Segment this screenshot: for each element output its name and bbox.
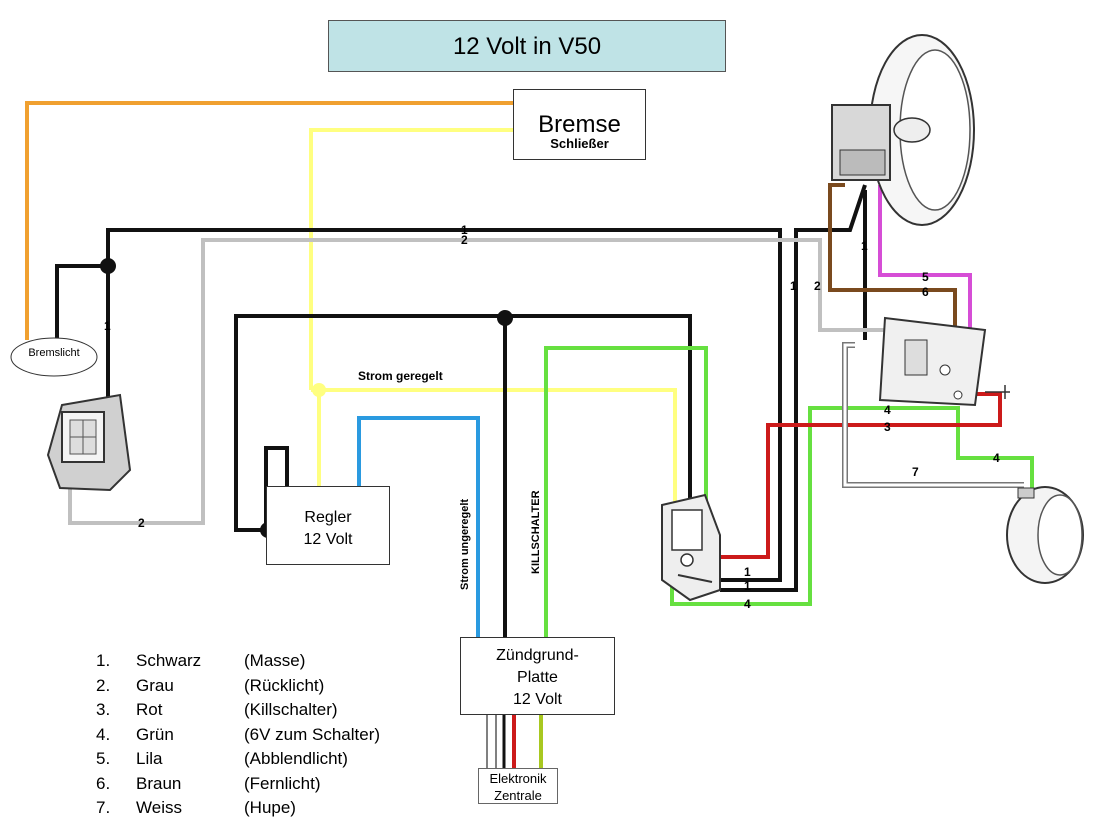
legend-num: 5. — [96, 749, 111, 768]
wire-label-5: 5 — [922, 270, 929, 284]
legend-color: Grau — [136, 675, 174, 695]
wire-label-2-right: 2 — [814, 279, 821, 293]
legend-num: 4. — [96, 724, 111, 744]
switch-module-icon — [661, 493, 721, 602]
wire-label-3: 3 — [884, 420, 891, 434]
legend-color: Rot — [136, 700, 163, 719]
bremslicht-label: Bremslicht — [28, 347, 80, 359]
yellow-junction — [312, 383, 326, 397]
horn-icon — [1006, 486, 1084, 584]
wire-label-4-upper: 4 — [884, 403, 891, 417]
elek-line1: Elektronik — [489, 771, 547, 786]
legend-row: 7. Weiss (Hupe) — [96, 796, 380, 821]
zund-line2: Platte — [517, 669, 558, 686]
terminal-block-icon — [878, 316, 1010, 407]
green-wire-4 — [670, 406, 1034, 606]
grey-wire-2 — [68, 238, 890, 525]
wire-label-1-left: 1 — [104, 319, 111, 333]
strom-ungeregelt-label: Strom ungeregelt — [459, 498, 471, 590]
legend-color: Schwarz — [136, 651, 202, 670]
legend-num: 1. — [96, 651, 111, 670]
legend-color: Lila — [136, 749, 163, 768]
black-wire-middle — [234, 314, 692, 532]
black-wire-taillight — [55, 264, 110, 400]
legend-row: 3. Rot (Killschalter) — [96, 698, 380, 723]
zund-line1: Zündgrund- — [496, 647, 579, 664]
bremslicht-bubble — [10, 337, 98, 377]
taillight-icon — [46, 393, 132, 492]
yellow-wire-regler — [311, 388, 321, 486]
zund-line3: 12 Volt — [513, 691, 562, 708]
regler-line1: Regler — [304, 509, 352, 526]
wire-label-1-right: 1 — [790, 279, 797, 293]
wire-label-4-horn: 4 — [993, 451, 1000, 465]
black-wire-right — [720, 184, 867, 592]
legend-num: 3. — [96, 700, 111, 719]
legend-meaning: (6V zum Schalter) — [244, 724, 381, 744]
legend-row: 5. Lila (Abblendlicht) — [96, 747, 380, 772]
wire-label-1-headlight: 1 — [861, 239, 868, 253]
wire-label-1-top: 1 — [461, 223, 468, 237]
black-wire-1-top — [106, 228, 782, 582]
wire-label-6: 6 — [922, 285, 929, 299]
white-wire-7-inner — [843, 343, 1024, 487]
killschalter-label: KILLSCHALTER — [530, 490, 542, 574]
title-box: 12 Volt in V50 — [328, 20, 726, 72]
purple-wire-5 — [878, 185, 972, 360]
yellow-wire-bremse — [309, 128, 513, 390]
zuendgrundplatte-box: Zündgrund- Platte 12 Volt — [460, 637, 615, 715]
legend-row: 2. Grau (Rücklicht) — [96, 674, 380, 699]
wire-label-1-switch-a: 1 — [744, 565, 751, 579]
legend-color: Weiss — [136, 798, 182, 817]
green-wire-kill — [544, 346, 708, 637]
bremse-label: Bremse — [538, 111, 621, 138]
red-wire-3 — [703, 392, 1002, 559]
page-title: 12 Volt in V50 — [452, 33, 602, 60]
bremse-sub-label: Schließer — [550, 136, 609, 151]
wire-label-4-switch: 4 — [744, 597, 751, 611]
elektronik-zentrale-box: Elektronik Zentrale — [478, 768, 558, 804]
strom-geregelt-label: Strom geregelt — [358, 369, 443, 383]
legend-meaning: (Killschalter) — [244, 700, 338, 719]
legend-num: 2. — [96, 675, 111, 695]
brown-wire-6 — [828, 183, 957, 360]
color-legend: 1. Schwarz (Masse) 2. Grau (Rücklicht) 3. Rot… — [96, 649, 380, 821]
bremse-box: Bremse Schließer — [513, 89, 646, 160]
legend-num: 7. — [96, 798, 111, 817]
legend-meaning: (Hupe) — [244, 798, 296, 817]
legend-meaning: (Rücklicht) — [244, 675, 325, 695]
elek-line2: Zentrale — [494, 788, 542, 803]
regler-line2: 12 Volt — [303, 531, 353, 548]
legend-color: Grün — [136, 724, 174, 744]
regler-box: Regler 12 Volt — [266, 486, 390, 565]
legend-meaning: (Abblendlicht) — [244, 749, 348, 768]
black-junction-left — [100, 258, 116, 274]
headlight-icon — [831, 34, 975, 226]
wire-label-2-bottom: 2 — [138, 516, 145, 530]
legend-color: Braun — [136, 773, 182, 793]
legend-num: 6. — [96, 773, 111, 793]
wire-label-2-top: 2 — [461, 233, 468, 247]
legend-meaning: (Fernlicht) — [244, 773, 321, 793]
legend-row: 1. Schwarz (Masse) — [96, 649, 380, 674]
wire-label-7: 7 — [912, 465, 919, 479]
legend-row: 4. Grün (6V zum Schalter) — [96, 723, 380, 748]
orange-wire — [25, 101, 513, 340]
wire-label-1-switch-b: 1 — [744, 579, 751, 593]
blue-wire — [357, 416, 480, 637]
legend-meaning: (Masse) — [244, 651, 306, 670]
black-junction-top — [497, 310, 513, 326]
legend-row: 6. Braun (Fernlicht) — [96, 772, 380, 797]
